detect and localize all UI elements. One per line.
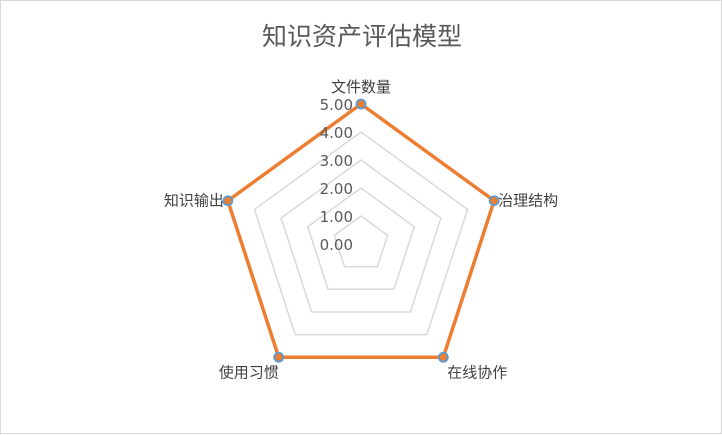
category-label: 使用习惯 xyxy=(219,363,279,381)
grid-ring xyxy=(333,215,389,268)
series-line xyxy=(226,102,496,360)
radar-series xyxy=(222,98,500,363)
category-label: 治理结构 xyxy=(498,192,558,210)
grid-ring xyxy=(253,131,469,336)
category-label: 文件数量 xyxy=(331,78,391,96)
category-label: 在线协作 xyxy=(447,363,507,381)
data-point xyxy=(273,351,285,363)
tick-label: 5.00 xyxy=(320,96,353,114)
grid-ring xyxy=(306,187,416,291)
tick-label: 3.00 xyxy=(320,152,353,170)
chart-title: 知识资产评估模型 xyxy=(262,22,462,51)
tick-label: 0.00 xyxy=(320,236,353,254)
tick-label: 4.00 xyxy=(320,124,353,142)
category-label: 知识输出 xyxy=(164,192,224,210)
radial-axis-ticks: 0.00 1.00 2.00 3.00 4.00 5.00 xyxy=(320,96,353,254)
data-point xyxy=(222,195,234,207)
data-point xyxy=(355,98,367,110)
data-point xyxy=(437,351,449,363)
tick-label: 1.00 xyxy=(320,208,353,226)
grid-ring xyxy=(280,159,442,313)
data-point xyxy=(488,195,500,207)
tick-label: 2.00 xyxy=(320,180,353,198)
